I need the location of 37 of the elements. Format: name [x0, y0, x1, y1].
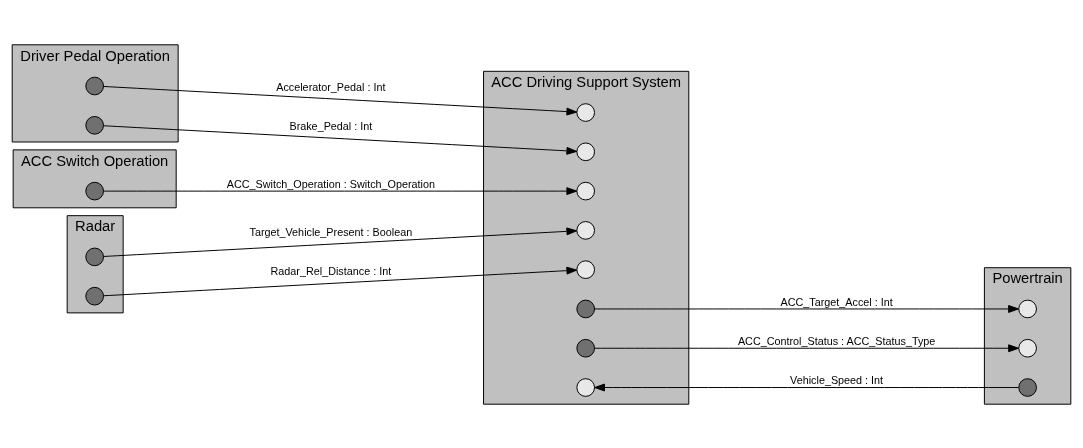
arrow [103, 266, 578, 296]
node-circle [576, 102, 595, 122]
arrow [594, 383, 1019, 391]
node-circle [576, 142, 595, 161]
cluster: Driver Pedal Operation [11, 43, 179, 142]
node-circle [1018, 377, 1037, 397]
node-circle [85, 286, 104, 305]
node-circle [576, 181, 595, 200]
cluster: Powertrain [983, 266, 1072, 405]
edge-label: ACC_Switch_Operation : Switch_Operation [226, 177, 435, 190]
node-circle [1018, 299, 1037, 318]
arrow [103, 186, 578, 195]
cluster: ACC Switch Operation [12, 148, 177, 208]
arrow [103, 124, 578, 155]
arrow [103, 226, 578, 257]
node-circle [576, 220, 595, 240]
node-circle [576, 299, 595, 318]
edge-label: ACC_Target_Accel : Int [780, 295, 893, 308]
edge-label: Vehicle_Speed : Int [790, 373, 884, 386]
node-circle [85, 115, 104, 135]
node-circle [576, 377, 595, 397]
edge-label: Radar_Rel_Distance : Int [270, 264, 392, 277]
node-circle [85, 181, 104, 200]
edge-label: Accelerator_Pedal : Int [276, 80, 386, 93]
node-circle [576, 338, 595, 358]
node-circle [85, 247, 104, 266]
arrow [103, 85, 578, 115]
arrow [594, 343, 1019, 352]
node-circle [1018, 338, 1037, 358]
node-circle [576, 259, 595, 279]
node-circle [85, 76, 104, 95]
arrow [594, 304, 1019, 313]
cluster: Radar [66, 214, 124, 313]
edge-label: Target_Vehicle_Present : Boolean [249, 225, 413, 238]
edge-label: Brake_Pedal : Int [289, 119, 373, 132]
cluster: ACC Driving Support System [483, 70, 690, 405]
edge-label: ACC_Control_Status : ACC_Status_Type [737, 334, 936, 347]
